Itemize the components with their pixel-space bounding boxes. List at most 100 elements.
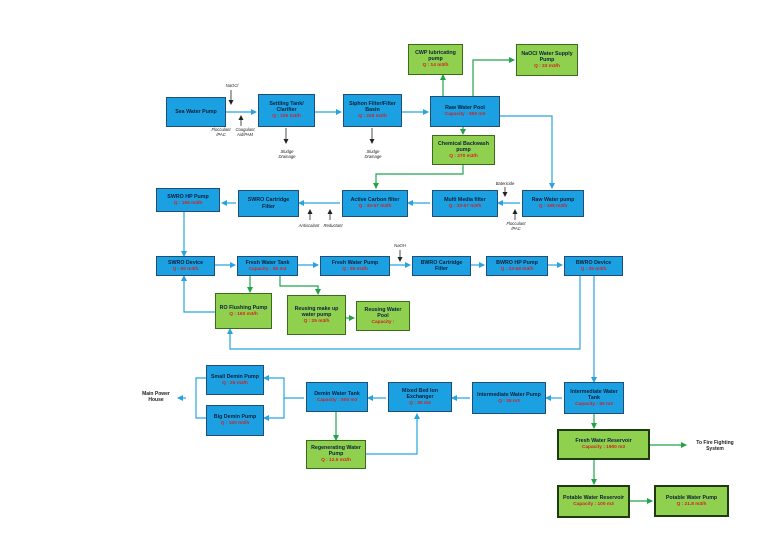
mixed-bed-exchanger-box: Mixed Bed Ion Exchanger Q : 35 m3: [388, 382, 452, 412]
raw-water-pump-box: Raw Water pump Q : 168 m3/h: [522, 190, 584, 217]
box-flow: Q : 165 m3/h: [173, 200, 203, 206]
box-flow: Q : 100 m3/h: [220, 421, 250, 427]
raw-water-pool-box: Raw Water Pool Capacity : 550 m3: [430, 96, 500, 127]
label-antiscalant: Antiscalant: [298, 223, 320, 228]
small-demin-pump-box: Small Demin Pump Q : 25 m3/h: [206, 365, 264, 395]
swro-cartridge-filter-box: SWRO Cartridge Filter: [238, 190, 299, 217]
box-title: Chemical Backwash pump: [438, 140, 489, 153]
box-title: SWRO Device: [167, 259, 204, 266]
line-rawpool-to-rawpump: [500, 115, 555, 189]
box-flow: Q : 35 m3/h: [580, 266, 607, 272]
box-flow: Q : 33 m3/h: [534, 63, 560, 69]
box-flow: Q : 225 m3/h: [272, 114, 301, 120]
naocl-pump-box: NaOCl Water Supply Pump Q : 33 m3/h: [516, 44, 578, 76]
settling-tank-box: Settling Tank/ Clarifier Q : 225 m3/h: [258, 94, 315, 127]
box-title: Mixed Bed Ion Exchanger: [402, 387, 438, 400]
box-flow: Q : 25 m3/h: [303, 318, 330, 324]
box-title: CWP lubricating pump: [415, 50, 456, 63]
reusing-water-pool-box: Reusing Water Pool Capacity :: [356, 301, 410, 331]
box-title: Fresh Water Pump: [331, 259, 379, 266]
box-title: SWRO HP Pump: [167, 193, 209, 200]
box-flow: Q : 50 m3/h: [342, 266, 368, 272]
siphon-filter-box: Siphon Filter/Filter Basin Q : 225 m3/h: [343, 94, 402, 127]
potable-water-reservoir-box: Potable Water Reservoir Capacity : 100 m…: [557, 485, 630, 518]
box-title: Intermediate Water Tank: [570, 388, 618, 401]
label-biocide: Batericide: [495, 181, 515, 186]
box-title: NaOCl Water Supply Pump: [521, 50, 573, 63]
box-flow: Q : 35 m3: [409, 400, 431, 406]
line-regen-to-mixedbed: [366, 413, 420, 455]
bwro-hp-pump-box: BWRO HP Pump Q : 23-58 m3/h: [486, 256, 548, 276]
fresh-water-pump-box: Fresh Water Pump Q : 50 m3/h: [320, 256, 390, 276]
big-demin-pump-box: Big Demin Pump Q : 100 m3/h: [206, 405, 264, 436]
sea-water-pump-box: Sea Water Pump: [166, 97, 226, 127]
box-title: BWRO HP Pump: [496, 259, 538, 266]
label-naocl-top: NaOCl: [225, 83, 239, 88]
swro-hp-pump-box: SWRO HP Pump Q : 165 m3/h: [156, 188, 220, 212]
box-title: RO Flushing Pump: [219, 304, 268, 311]
intermediate-water-tank-box: Intermediate Water Tank Capacity : 50 m3: [564, 382, 624, 414]
box-flow: Q : 225 m3/h: [358, 114, 387, 120]
box-flow: Q : 12.5 m3/h: [321, 458, 351, 464]
box-flow: Q : 168 m3/h: [538, 204, 568, 210]
box-title: Siphon Filter/Filter Basin: [349, 101, 396, 114]
box-flow: Q : 160 m3/h: [229, 311, 258, 317]
box-flow: Q : 50 m3/h: [172, 266, 199, 272]
reusing-makeup-pump-box: Reusing make up water pump Q : 25 m3/h: [287, 295, 346, 335]
label-sludge-1: Sludge Drainage: [278, 149, 296, 160]
line-demin-to-bigpump: [263, 398, 285, 421]
box-title: SWRO Cartridge Filter: [247, 197, 290, 210]
box-title: Regenerating Water Pump: [311, 445, 361, 458]
box-title: Sea Water Pump: [175, 108, 217, 115]
bwro-device-box: BWRO Device Q : 35 m3/h: [564, 256, 623, 276]
line-rawpool-to-naocl: [472, 57, 515, 96]
box-flow: Capacity : 50 m3: [575, 401, 613, 407]
box-flow: Capacity : 1900 m3: [581, 445, 626, 451]
line-pumps-to-powerhouse: [195, 377, 206, 419]
label-reductant: Reductant: [323, 223, 343, 228]
chemical-backwash-pump-box: Chemical Backwash pump Q : 270 m3/h: [432, 135, 495, 165]
box-title: Raw Water Pool: [445, 105, 485, 112]
box-title: BWRO Cartridge Filter: [420, 259, 463, 272]
box-flow: Capacity : 550 m3: [444, 112, 486, 118]
box-flow: Q : 21.8 m3/h: [676, 501, 707, 507]
box-flow: Q : 25 m3/h: [222, 380, 248, 386]
box-flow: Q : 35 m3: [498, 398, 520, 404]
intermediate-water-pump-box: Intermediate Water Pump Q : 35 m3: [472, 382, 546, 414]
box-title: Small Demin Pump: [211, 373, 259, 380]
box-title: Demin Water Tank: [314, 390, 360, 397]
box-flow: Q : 33-57 m3/h: [448, 204, 482, 210]
regenerating-pump-box: Regenerating Water Pump Q : 12.5 m3/h: [306, 440, 366, 469]
label-flocculant-2: Flocculant /PAC: [506, 221, 526, 232]
fresh-water-reservoir-box: Fresh Water Reservoir Capacity : 1900 m3: [557, 429, 650, 460]
fresh-water-tank-box: Fresh Water Tank Capacity : 50 m3: [237, 256, 298, 276]
box-title: Multi Media filter: [444, 197, 486, 204]
box-title: Intermediate Water Pump: [477, 391, 541, 398]
box-title: Potable Water Reservoir: [562, 495, 625, 502]
ro-flushing-pump-box: RO Flushing Pump Q : 160 m3/h: [215, 293, 272, 329]
box-title: Fresh Water Reservoir: [575, 438, 632, 445]
box-flow: Q : 14 m3/h: [422, 63, 449, 69]
box-flow: Capacity : 50 m3: [248, 266, 287, 272]
box-title: Fresh Water Tank: [245, 259, 290, 266]
bwro-cartridge-filter-box: BWRO Cartridge Filter: [412, 256, 471, 276]
box-title: BWRO Device: [575, 259, 612, 266]
line-backwash-to-acf: [373, 164, 464, 189]
box-title: Potable Water Pump: [665, 494, 718, 501]
demin-water-tank-box: Demin Water Tank Capacity : 500 m3: [306, 382, 368, 412]
cwp-pump-box: CWP lubricating pump Q : 14 m3/h: [408, 44, 463, 75]
line-roflush-to-swro: [181, 275, 215, 313]
box-flow: Capacity : 100 m3: [573, 502, 614, 508]
box-title: Active Carbon filter: [350, 197, 400, 204]
label-sludge-2: Sludge Drainage: [364, 149, 382, 160]
box-title: Raw Water pump: [531, 197, 575, 204]
box-flow: Capacity : 500 m3: [316, 397, 358, 403]
box-title: Reusing Water Pool: [364, 306, 402, 319]
box-title: Settling Tank/ Clarifier: [269, 101, 304, 114]
box-flow: Capacity :: [371, 319, 395, 325]
label-naoh: NaOH: [394, 243, 406, 248]
active-carbon-filter-box: Active Carbon filter Q : 33-57 m3/h: [342, 190, 408, 217]
line-demin-to-smallpump: [263, 375, 304, 399]
